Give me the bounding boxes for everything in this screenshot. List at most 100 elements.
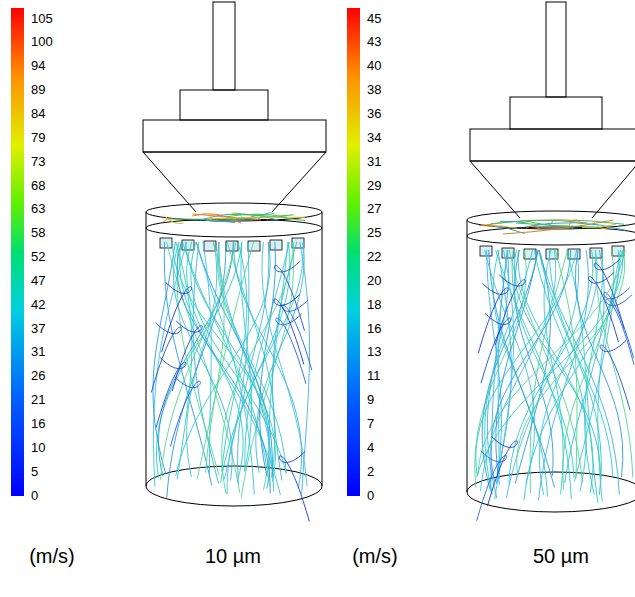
streamline: [575, 250, 622, 477]
streamline: [500, 221, 528, 223]
streamline: [563, 250, 614, 490]
scale-value: 79: [31, 131, 45, 144]
scale-value: 89: [31, 83, 45, 96]
streamline: [241, 242, 252, 472]
streamline: [588, 272, 618, 342]
streamline: [275, 261, 305, 331]
scale-value: 100: [31, 35, 53, 48]
streamline: [170, 377, 200, 447]
scale-value: 26: [31, 369, 45, 382]
color-bar: [347, 8, 360, 496]
scale-value: 0: [367, 489, 374, 502]
streamline: [515, 250, 553, 476]
scale-value: 22: [367, 250, 381, 263]
scale-value: 9: [367, 393, 374, 406]
streamline: [227, 242, 275, 478]
scale-value: 13: [367, 345, 381, 358]
scale-value: 105: [31, 12, 53, 25]
scale-value: 38: [367, 83, 381, 96]
streamline: [151, 323, 181, 393]
streamline: [162, 282, 192, 352]
streamline: [180, 242, 281, 495]
streamline: [606, 295, 634, 365]
streamline: [274, 294, 304, 364]
scale-value: 5: [31, 465, 38, 478]
scale-value: 27: [367, 202, 381, 215]
streamline: [226, 214, 286, 217]
atomizer-outline: [143, 2, 326, 506]
scale-value: 29: [367, 179, 381, 192]
scale-value: 40: [367, 59, 381, 72]
streamline: [487, 436, 517, 506]
streamline: [549, 250, 613, 477]
streamline: [156, 358, 186, 428]
streamline: [222, 242, 294, 494]
streamline: [153, 242, 175, 474]
streamline: [517, 250, 625, 476]
streamline: [234, 242, 302, 488]
scale-value: 2: [367, 465, 374, 478]
streamline: [193, 242, 218, 483]
scale-value: 52: [31, 250, 45, 263]
scale-value: 10: [31, 441, 45, 454]
streamline: [262, 242, 307, 486]
streamline: [279, 451, 309, 521]
streamline: [176, 242, 192, 479]
scale-value: 68: [31, 179, 45, 192]
streamline: [163, 217, 170, 222]
scale-value: 47: [31, 274, 45, 287]
streamline: [486, 226, 517, 229]
streamline: [595, 250, 632, 477]
streamline: [282, 300, 312, 370]
streamline: [594, 259, 624, 329]
scale-value: 20: [367, 274, 381, 287]
streamline: [491, 220, 624, 224]
streamline: [526, 226, 542, 230]
streamline: [600, 340, 630, 410]
streamline: [555, 250, 577, 478]
scale-value: 42: [31, 298, 45, 311]
streamline: [206, 242, 225, 473]
streamline: [272, 242, 296, 480]
scale-value: 18: [367, 298, 381, 311]
streamline: [172, 321, 202, 391]
scale-value: 34: [367, 131, 381, 144]
caption-label: 10 µm: [205, 546, 261, 566]
scale-value: 25: [367, 226, 381, 239]
vane-ring: [160, 238, 304, 251]
scale-value: 43: [367, 35, 381, 48]
streamline: [245, 242, 290, 471]
scale-value: 16: [31, 417, 45, 430]
streamline: [524, 250, 619, 501]
caption-label: (m/s): [352, 546, 398, 566]
streamline: [487, 250, 508, 499]
scale-value: 37: [31, 322, 45, 335]
scale-value: 31: [367, 155, 381, 168]
scale-value: 16: [367, 322, 381, 335]
scale-value: 31: [31, 345, 45, 358]
scale-value: 21: [31, 393, 45, 406]
scale-value: 63: [31, 202, 45, 215]
streamline: [183, 242, 270, 486]
streamline: [544, 250, 563, 494]
scale-value: 4: [367, 441, 374, 454]
streamline: [219, 242, 274, 492]
streamline: [516, 223, 599, 227]
scale-value: 0: [31, 489, 38, 502]
streamline: [172, 242, 275, 482]
caption-label: (m/s): [29, 546, 75, 566]
streamline: [481, 313, 511, 383]
streamline: [539, 250, 589, 500]
scale-value: 73: [31, 155, 45, 168]
streamline: [585, 250, 603, 495]
color-bar: [11, 8, 24, 496]
scale-value: 58: [31, 226, 45, 239]
scale-value: 11: [367, 369, 381, 382]
streamline: [567, 250, 598, 503]
scale-value: 36: [367, 107, 381, 120]
scale-value: 45: [367, 12, 381, 25]
atomizer-outline: [467, 2, 635, 512]
streamline: [207, 217, 305, 219]
caption-label: 50 µm: [533, 546, 589, 566]
